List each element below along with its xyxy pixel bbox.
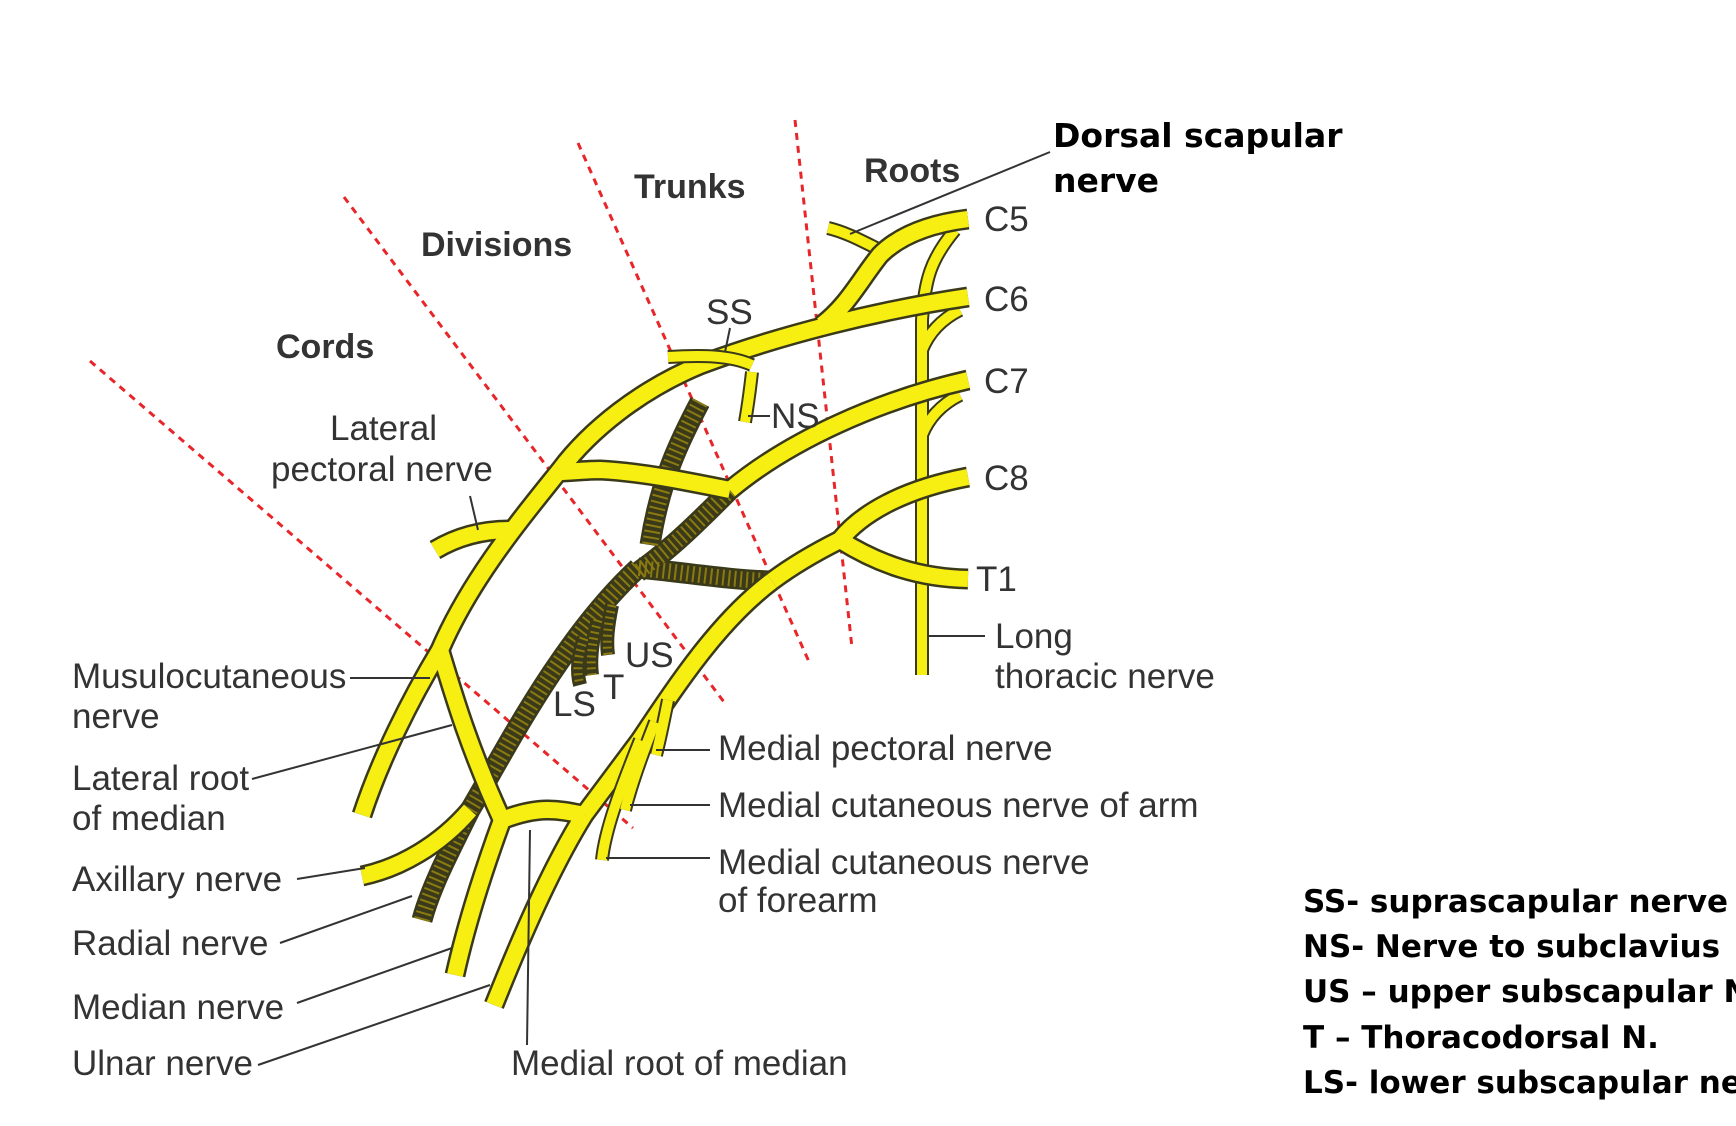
region-boundaries (89, 119, 854, 830)
c8-root-fill (833, 469, 970, 546)
ss-leader (724, 327, 731, 353)
long-thoracic-label-line2: thoracic nerve (995, 657, 1215, 696)
legend-item-us: US – upper subscapular N. (1303, 974, 1736, 1010)
ulnar-label: Ulnar nerve (72, 1044, 253, 1083)
leader-lines (251, 151, 1051, 1066)
medial-pectoral-label: Medial pectoral nerve (718, 729, 1053, 768)
long-thoracic-c7-fill (917, 390, 963, 438)
main-nerves (352, 208, 971, 1009)
upper-trunk-fill (553, 289, 970, 475)
roots-title: Roots (864, 152, 960, 190)
medial-cutaneous-arm-fill (620, 720, 660, 812)
medial-cut-arm-label: Medial cutaneous nerve of arm (718, 786, 1199, 825)
dorsal-scapular-leader (849, 151, 1051, 235)
lateral-pectoral-fill (430, 522, 511, 557)
suprascapular-fill (667, 350, 755, 370)
long-thoracic-c6-fill (917, 305, 963, 353)
lateral-root-label-line2: of median (72, 799, 226, 838)
ulnar-leader (257, 984, 491, 1066)
axillary-nerve-fill (360, 804, 477, 884)
long-thoracic-label-line1: Long (995, 617, 1073, 656)
medial-cut-forearm-label-line2: of forearm (718, 881, 878, 920)
us-label: US (625, 636, 674, 675)
c7-middle-trunk-fill (724, 372, 970, 497)
median-label: Median nerve (72, 988, 284, 1027)
root-label-c7: C7 (984, 362, 1029, 401)
upper-trunk (551, 286, 970, 477)
medial-cut-forearm-label-line1: Medial cutaneous nerve (718, 843, 1090, 882)
medial-root-leader (526, 829, 531, 1046)
root-label-c6: C6 (984, 280, 1029, 319)
dorsal-scapular-label-line2: nerve (1053, 161, 1159, 200)
medial-cutaneous-forearm-fill (597, 738, 645, 861)
upper-subscapular-fill (602, 604, 617, 656)
lateral-pectoral-label-line1: Lateral (330, 409, 437, 448)
abbreviation-legend: SS- suprascapular nerve NS- Nerve to sub… (1303, 884, 1736, 1101)
root-label-c5: C5 (984, 200, 1029, 239)
upper-subscapular-branch (600, 603, 619, 656)
musculocutaneous-fill (354, 645, 447, 818)
lateral-pectoral-leader (469, 495, 479, 531)
root-label-t1: T1 (976, 560, 1017, 599)
ns-label: NS (771, 397, 820, 436)
divisions-cords-boundary (342, 196, 729, 707)
thoracodorsal-branch (584, 617, 605, 676)
branch-abbreviations: SS NS US T LS (553, 293, 820, 724)
lateral-pectoral-label-line2: pectoral nerve (271, 450, 493, 489)
posterior-division-upper-fill (642, 398, 708, 547)
axillary-label: Axillary nerve (72, 860, 282, 899)
medial-root-label: Medial root of median (511, 1044, 848, 1083)
cords-branches-boundary (89, 359, 634, 830)
legend-item-ss: SS- suprascapular nerve (1303, 884, 1728, 920)
dorsal-scapular-label-line1: Dorsal scapular (1053, 116, 1343, 155)
thoracodorsal-fill (586, 618, 603, 676)
c5-root-fill (816, 211, 970, 332)
legend-item-t: T – Thoracodorsal N. (1303, 1020, 1659, 1056)
medial-pectoral-fill (651, 699, 673, 757)
legend-item-ls: LS- lower subscapular nerve (1303, 1065, 1736, 1101)
musculocutaneous-label-line2: nerve (72, 697, 160, 736)
lower-subscapular-fill (573, 636, 589, 687)
lower-trunk-fill (767, 532, 844, 588)
trunks-divisions-boundary (576, 142, 812, 665)
medial-root-fill (499, 802, 586, 828)
axillary-leader (296, 867, 366, 880)
radial-label: Radial nerve (72, 924, 269, 963)
lateral-root-leader (251, 724, 453, 780)
ss-label: SS (706, 293, 753, 332)
trunks-title: Trunks (634, 168, 745, 206)
lateral-root-label-line1: Lateral root (72, 759, 249, 798)
nerve-labels: Dorsal scapular nerve Lateral pectoral n… (72, 116, 1343, 1083)
nerve-to-subclavius-fill (740, 371, 757, 423)
root-label-c8: C8 (984, 459, 1029, 498)
anterior-division-middle-fill (559, 462, 732, 498)
lateral-root-fill (432, 647, 510, 824)
t1-root-fill (835, 533, 969, 587)
radial-leader (279, 895, 413, 944)
divisions-title: Divisions (421, 226, 572, 264)
ls-label: LS (553, 685, 596, 724)
cords-title: Cords (276, 328, 374, 366)
musculocutaneous-label-line1: Musulocutaneous (72, 657, 346, 696)
lateral-cord-fill (432, 465, 567, 654)
t-label: T (603, 668, 624, 707)
legend-item-ns: NS- Nerve to subclavius (1303, 929, 1720, 965)
ulnar-nerve-fill (486, 810, 591, 1008)
long-thoracic-nerve-fill (917, 226, 959, 675)
median-nerve-fill (447, 817, 510, 977)
root-labels: C5 C6 C7 C8 T1 (976, 200, 1029, 599)
roots-trunks-boundary (793, 119, 854, 649)
region-titles: Roots Trunks Divisions Cords (276, 152, 960, 366)
median-leader (296, 947, 453, 1004)
